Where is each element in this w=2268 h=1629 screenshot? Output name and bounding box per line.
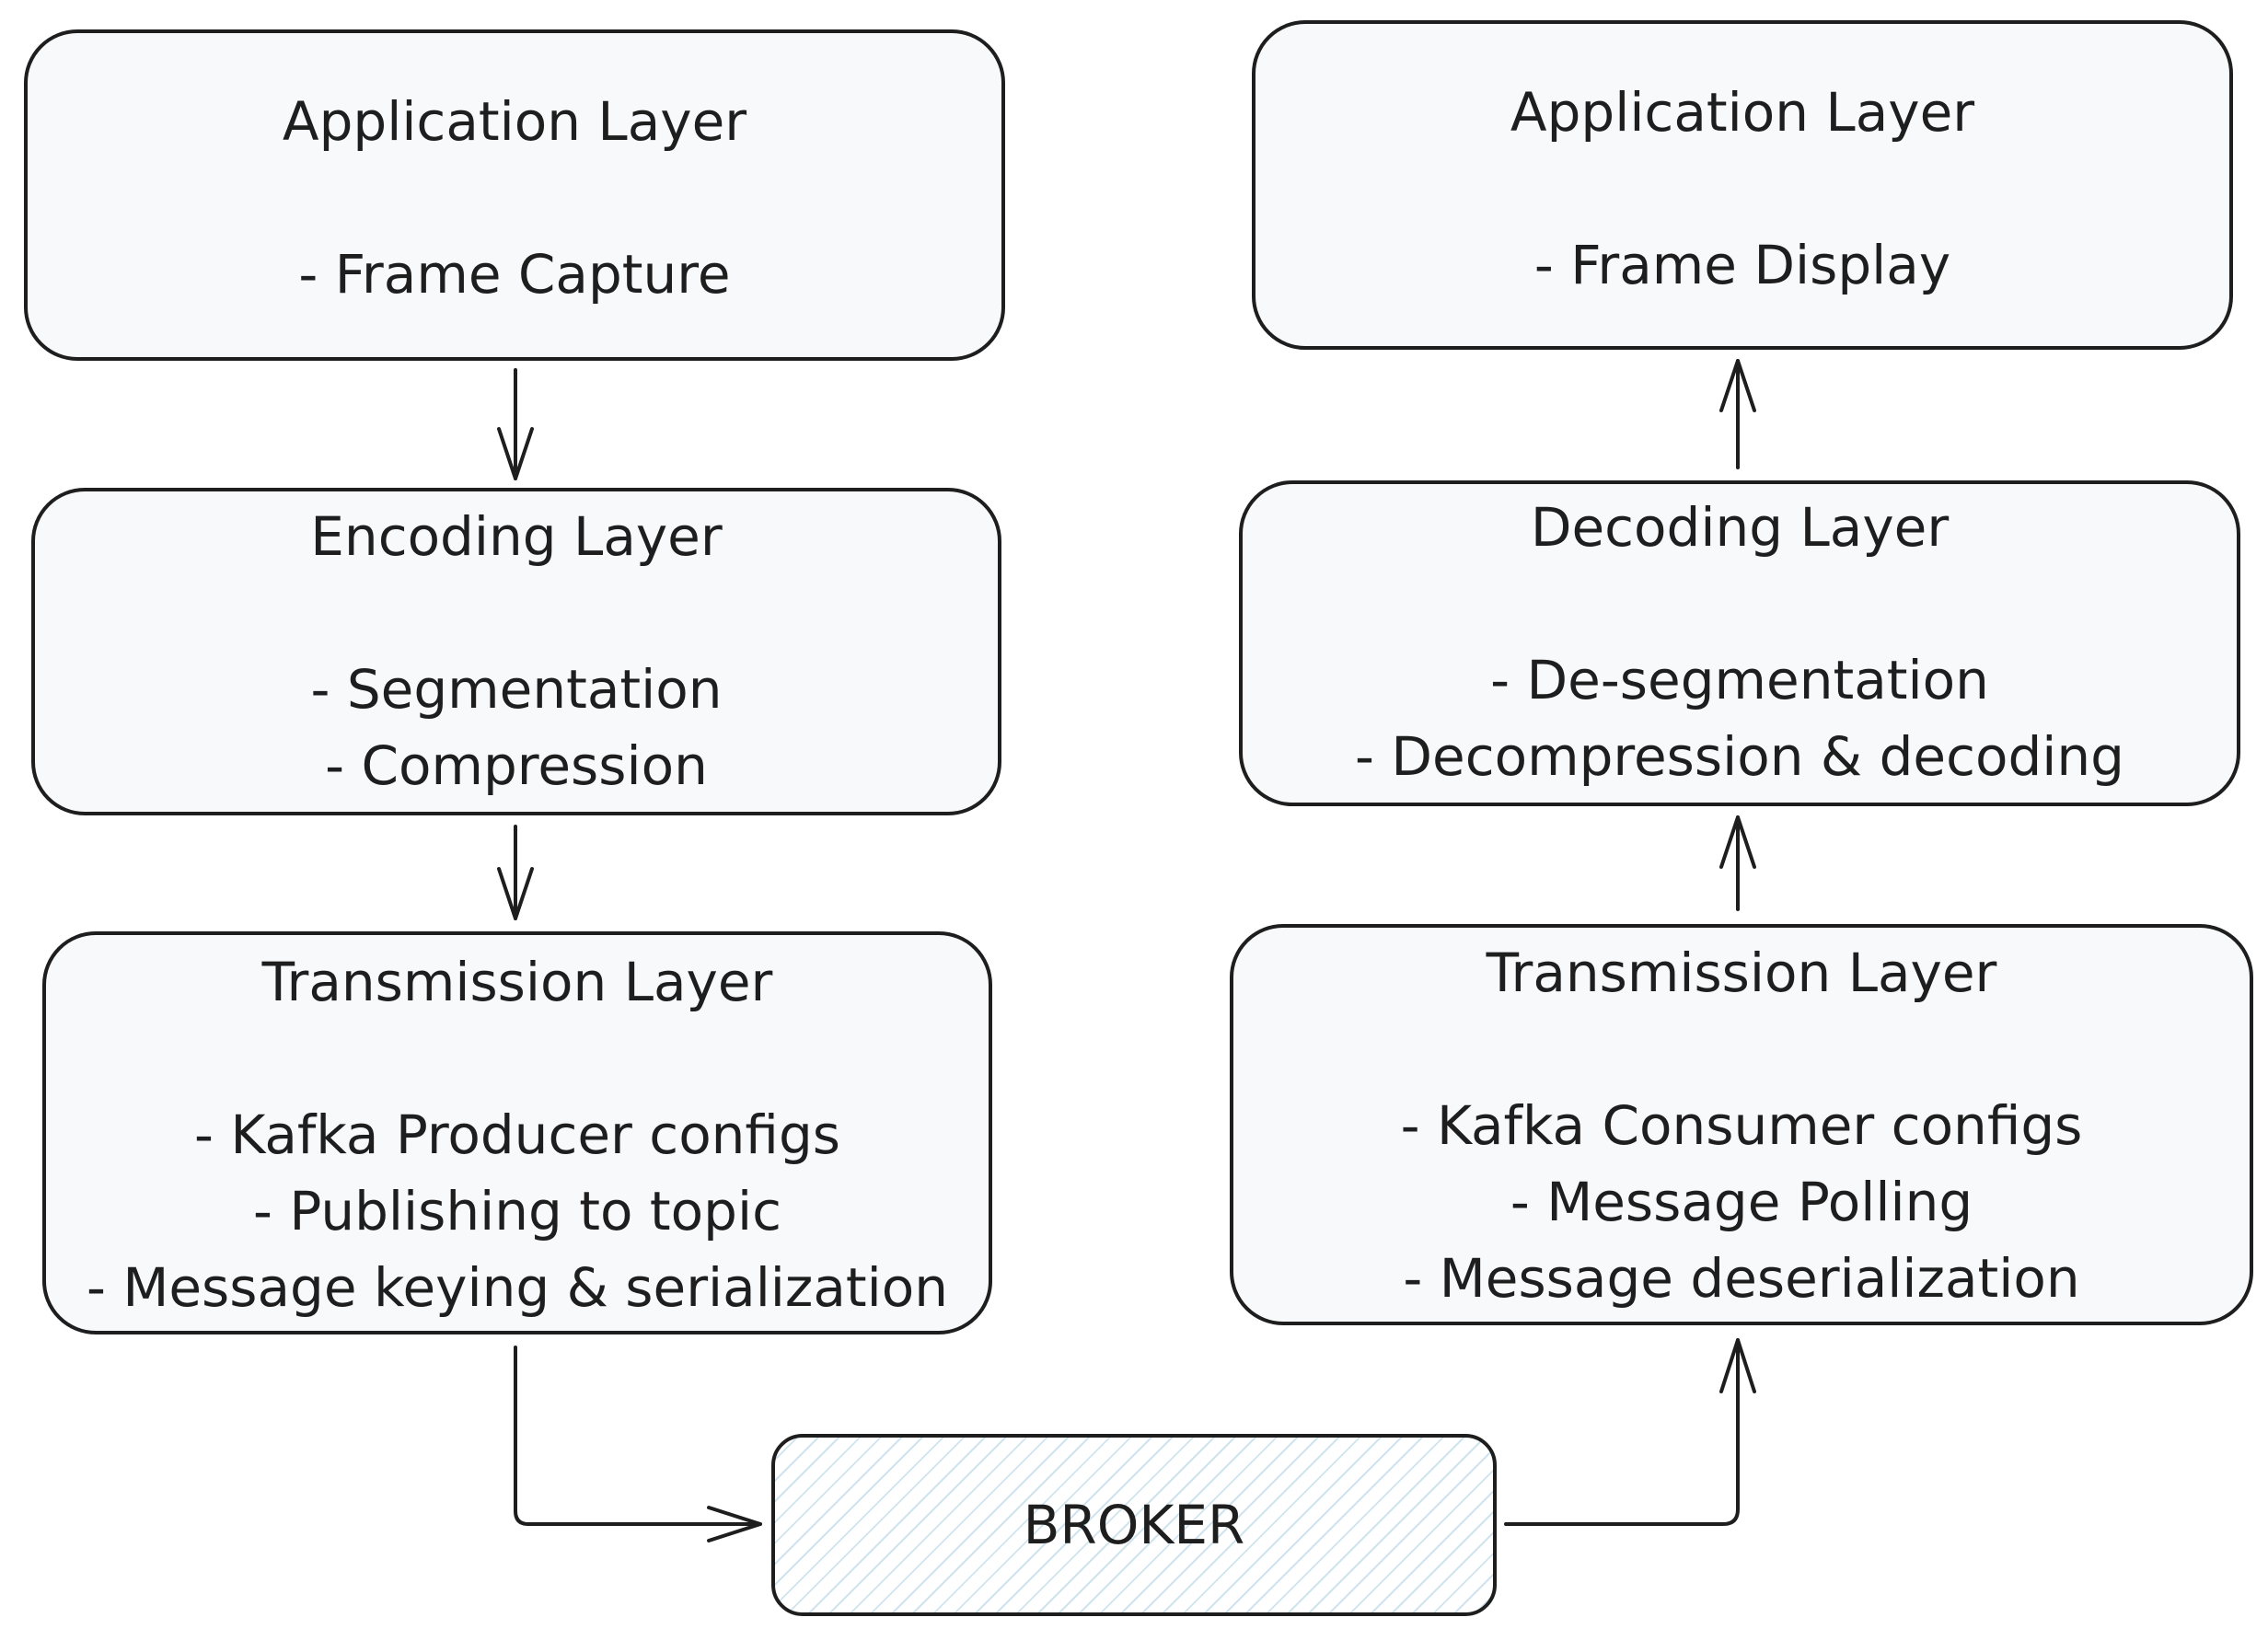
encoding-layer-title: Encoding Layer xyxy=(310,505,723,568)
encoding-item: - Compression xyxy=(325,734,708,797)
arrow-encoding-to-transmission-head xyxy=(497,867,534,920)
broker-label: BROKER xyxy=(1023,1494,1245,1556)
arrow-app-to-encoding-head xyxy=(497,427,534,480)
arrow-broker-to-consumer-head xyxy=(1719,1338,1756,1393)
producer-transmission-layer-title: Transmission Layer xyxy=(261,951,773,1013)
decoding-item: - De-segmentation xyxy=(1490,649,1989,711)
producer-transmission-layer-box: Transmission Layer - Kafka Producer conf… xyxy=(42,931,992,1334)
arrow-broker-to-consumer xyxy=(1504,1338,1740,1526)
producer-transmission-item: - Message keying & serialization xyxy=(86,1256,949,1319)
producer-transmission-item: - Kafka Producer configs xyxy=(193,1103,841,1166)
receiver-application-item: - Frame Display xyxy=(1533,234,1951,296)
producer-transmission-item: - Publishing to topic xyxy=(253,1180,781,1242)
decoding-item: - Decompression & decoding xyxy=(1355,725,2124,788)
decoding-layer-box: Decoding Layer - De-segmentation - Decom… xyxy=(1239,480,2240,806)
consumer-transmission-layer-title: Transmission Layer xyxy=(1486,942,1997,1004)
broker-box: BROKER xyxy=(771,1434,1497,1616)
decoding-layer-title: Decoding Layer xyxy=(1530,496,1950,559)
consumer-transmission-item: - Message deserialization xyxy=(1403,1247,2080,1310)
receiver-application-layer-title: Application Layer xyxy=(1510,81,1975,144)
arrow-producer-to-broker-head xyxy=(707,1506,762,1542)
sender-application-item: - Frame Capture xyxy=(298,243,731,306)
sender-application-layer-box: Application Layer - Frame Capture xyxy=(24,29,1005,361)
sender-application-layer-title: Application Layer xyxy=(282,90,747,153)
arrow-decoding-to-application-head xyxy=(1719,359,1756,412)
encoding-layer-box: Encoding Layer - Segmentation - Compress… xyxy=(31,488,1001,815)
receiver-application-layer-box: Application Layer - Frame Display xyxy=(1252,20,2233,350)
arrow-producer-to-broker xyxy=(514,1346,762,1526)
consumer-transmission-layer-box: Transmission Layer - Kafka Consumer conf… xyxy=(1230,924,2253,1325)
consumer-transmission-item: - Message Polling xyxy=(1510,1171,1973,1233)
encoding-item: - Segmentation xyxy=(310,658,723,721)
consumer-transmission-item: - Kafka Consumer configs xyxy=(1400,1094,2083,1157)
arrow-transmission-to-decoding-head xyxy=(1719,815,1756,869)
